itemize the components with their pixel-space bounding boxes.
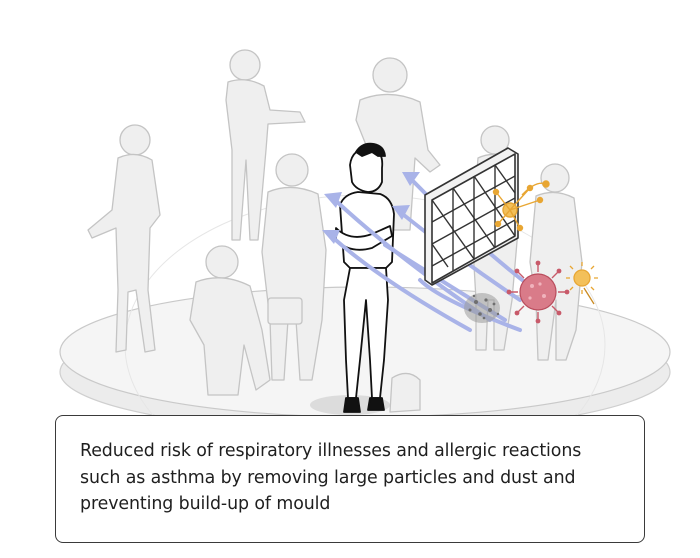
pollen-icon: [492, 180, 550, 232]
crowd-person: [389, 372, 421, 413]
caption-line-1: Reduced risk of respiratory illnesses an…: [80, 441, 582, 461]
crowd-person: [261, 153, 327, 381]
caption-box: Reduced risk of respiratory illnesses an…: [55, 415, 645, 543]
man-figure: [335, 142, 395, 413]
crowd-person: [225, 49, 306, 241]
caption-text: Reduced risk of respiratory illnesses an…: [80, 438, 618, 518]
air-filter: [424, 147, 519, 286]
caption-line-3: preventing build-up of mould: [80, 494, 331, 514]
crowd-person: [87, 124, 161, 353]
pollen-icon: [566, 262, 598, 305]
virus-icon: [506, 260, 570, 324]
dust-icon: [464, 293, 500, 323]
caption-line-2: such as asthma by removing large particl…: [80, 467, 576, 488]
crowd-person: [189, 245, 303, 396]
airflow-arrowheads: [322, 172, 420, 244]
